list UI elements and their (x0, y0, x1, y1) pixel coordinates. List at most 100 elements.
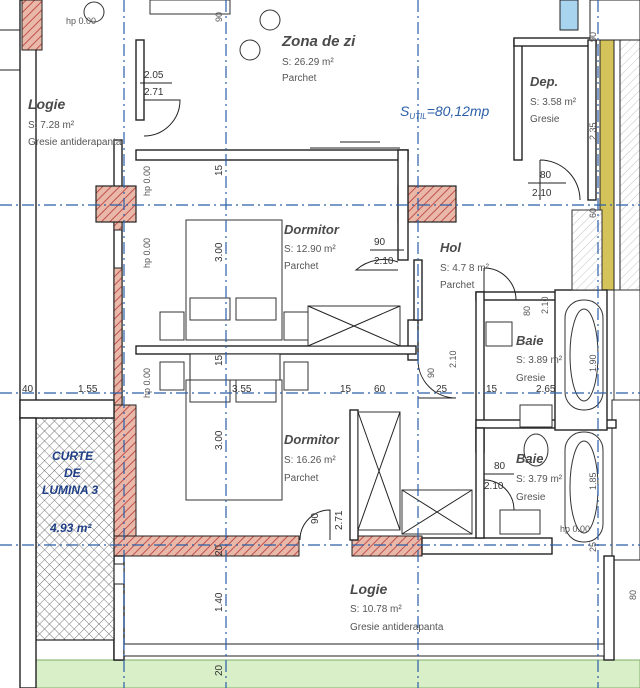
toilet-1 (519, 404, 553, 428)
left-exterior-wall-hatch (21, 0, 43, 51)
dim-205: 2.05 (144, 70, 164, 81)
dim-hp-top: hp 0.00 (66, 16, 96, 26)
door-bedroom1 (354, 259, 399, 271)
room-name-logie-bottom: Logie (350, 581, 388, 597)
door-bath2 (483, 479, 515, 511)
nightstand-2a (159, 361, 185, 391)
logie-bottom-left-small (113, 563, 125, 585)
dim-hp-bottom-right: hp 0.00 (560, 524, 590, 534)
bedroom-partition-gap (189, 353, 281, 381)
door-bath1 (483, 267, 517, 301)
bedroom2-west-wall (113, 404, 137, 556)
util-surface-label: SUTIL=80,12mp (400, 103, 490, 121)
room-area-dormitor-2: S: 16.26 m² (284, 455, 336, 466)
room-name-dormitor-1: Dormitor (284, 222, 340, 237)
room-name-zona-de-zi: Zona de zi (281, 33, 356, 50)
round-item-3 (239, 39, 261, 61)
column-west (95, 185, 137, 223)
courtyard-line-2: DE (64, 466, 82, 480)
dim-15b: 15 (214, 354, 225, 366)
room-finish-zona-de-zi: Parchet (282, 73, 317, 84)
room-finish-dormitor-1: Parchet (284, 261, 319, 272)
left-exterior-wall (19, 0, 37, 421)
room-name-dep: Dep. (530, 74, 558, 89)
dim-80-top: 80 (628, 590, 638, 600)
south-wall-plain (421, 537, 553, 555)
room-area-zona-de-zi: S: 26.29 m² (282, 57, 334, 68)
courtyard-wall-left (19, 417, 37, 688)
dim-210-v: 2.10 (540, 296, 550, 314)
bed-2-pillow-a (189, 379, 231, 403)
door-bedroom2 (299, 509, 331, 541)
nightstand-1b (283, 311, 309, 341)
bed-1 (185, 219, 283, 341)
dim-15a: 15 (214, 164, 225, 176)
door-dep (539, 159, 581, 201)
dim-235: 2.35 (588, 122, 598, 140)
logie-bottom-sill (123, 643, 605, 657)
dim-155: 1.55 (78, 384, 98, 395)
dim-hp-left-1: hp 0.00 (142, 166, 152, 196)
sink-2 (499, 509, 541, 535)
door-logie-top (143, 99, 181, 137)
dim-271a: 2.71 (144, 87, 164, 98)
room-area-baie-1: S: 3.89 m² (516, 355, 563, 366)
dim-hp-left-2: hp 0.00 (142, 238, 152, 268)
logie-top-east-wall (135, 39, 145, 121)
dim-300b: 3.00 (214, 430, 225, 450)
room-finish-dormitor-2: Parchet (284, 473, 319, 484)
room-name-hol: Hol (440, 240, 461, 255)
dim-265: 2.65 (536, 384, 556, 395)
round-item-2 (259, 9, 281, 31)
room-finish-logie-top: Gresie antiderapanta (28, 137, 122, 148)
dim-90-hol: 90 (374, 237, 386, 248)
room-area-baie-2: S: 3.79 m² (516, 474, 563, 485)
left-hatch-wall-2 (113, 267, 123, 409)
terrain-strip (35, 659, 640, 688)
dim-25: 25 (436, 384, 448, 395)
dim-210-hol: 2.10 (374, 256, 394, 267)
room-area-dormitor-1: S: 12.90 m² (284, 244, 336, 255)
room-area-logie-bottom: S: 10.78 m² (350, 604, 402, 615)
dim-271b: 2.71 (334, 510, 345, 530)
room-finish-baie-2: Gresie (516, 492, 546, 503)
bedroom1-north-wall (135, 149, 409, 161)
window-blue (559, 0, 579, 31)
dim-20b: 20 (214, 664, 225, 676)
bath2-west-wall (475, 427, 485, 539)
dep-shelf (571, 209, 603, 291)
dep-wall-west (513, 39, 523, 161)
room-finish-logie-bottom: Gresie antiderapanta (350, 622, 444, 633)
dim-210-v2: 2.10 (448, 350, 458, 368)
bedroom2-south-wall (113, 535, 300, 557)
room-name-logie-top: Logie (28, 96, 66, 112)
dim-hp-left-3: hp 0.00 (142, 368, 152, 398)
room-area-dep: S: 3.58 m² (530, 97, 577, 108)
dim-80-dep: 80 (540, 170, 552, 181)
dep-wall-east (587, 39, 597, 201)
bed-1-pillow-a (189, 297, 231, 321)
bedroom-partition (135, 345, 417, 355)
room-name-dormitor-2: Dormitor (284, 432, 340, 447)
courtyard-line-3: LUMINA 3 (42, 483, 99, 497)
nightstand-1a (159, 311, 185, 341)
logie-bottom-right-wall (603, 555, 615, 661)
dim-90-v2: 90 (426, 368, 436, 378)
room-area-logie-top: S: 7.28 m² (28, 120, 75, 131)
door-hall-front (417, 359, 457, 399)
dim-355: 3.55 (232, 384, 252, 395)
round-item-1 (83, 1, 105, 23)
room-finish-baie-1: Gresie (516, 373, 546, 384)
dim-80-baie2: 80 (494, 461, 506, 472)
dim-90-right: 90 (588, 32, 598, 42)
courtyard-wall-top (19, 399, 115, 419)
dim-90-dorm2: 90 (310, 512, 321, 524)
dim-210-dep: 2.10 (532, 188, 552, 199)
bed-1-pillow-b (235, 297, 277, 321)
nightstand-2b (283, 361, 309, 391)
dim-15c: 15 (340, 384, 352, 395)
dim-300a: 3.00 (214, 242, 225, 262)
right-shaft (613, 289, 640, 401)
dim-80-v: 80 (522, 306, 532, 316)
sink-1 (485, 321, 513, 347)
